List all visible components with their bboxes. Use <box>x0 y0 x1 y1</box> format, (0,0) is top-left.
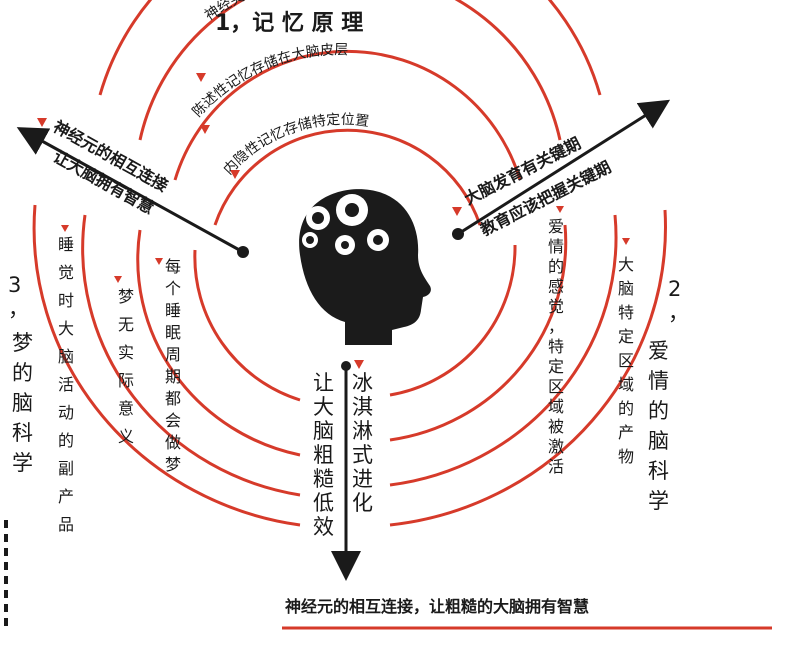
center-right-text: 冰淇淋式进化 <box>352 371 373 515</box>
ring-markers <box>61 206 630 283</box>
left-arrow-marker-icon <box>37 118 47 127</box>
center-down-arrow <box>331 360 364 581</box>
arc-marker-icon <box>200 125 210 134</box>
left-item-2: 梦无实际意义 <box>118 287 134 446</box>
bottom-ring-right-3 <box>389 224 568 442</box>
center-left-text: 让大脑粗糙低效 <box>313 371 334 539</box>
right-section-title: 爱情的脑科学 <box>648 339 669 513</box>
left-diagonal-arrow: 神经元的相互连接 让大脑拥有智慧 <box>16 117 249 258</box>
bottom-ring-right-2 <box>389 214 618 487</box>
bottom-ring-left-1 <box>32 204 301 527</box>
right-arrow-marker-icon <box>452 207 462 216</box>
page-title: 1，记 忆 原 理 <box>215 10 363 36</box>
bottom-ring-right-1 <box>389 209 667 527</box>
top-ring-4 <box>213 128 482 226</box>
top-ring-3 <box>173 49 522 181</box>
top-rings <box>98 0 602 226</box>
ring-marker-icon <box>155 258 163 265</box>
left-item-3: 每个睡眠周期都会做梦 <box>165 257 181 474</box>
right-item-2: 爱情的感觉，特定区域被激活 <box>548 217 564 476</box>
ring-marker-icon <box>114 276 122 283</box>
footer-summary: 神经元的相互连接，让粗糙的大脑拥有智慧 <box>285 597 589 616</box>
ring-marker-icon <box>622 238 630 245</box>
arc-marker-icon <box>196 73 206 82</box>
top-ring-2 <box>138 0 562 141</box>
bottom-ring-right-4 <box>389 244 517 397</box>
bottom-rings <box>32 204 667 527</box>
bottom-ring-left-4 <box>193 249 301 402</box>
bottom-ring-left-2 <box>81 214 301 497</box>
left-item-1: 睡觉时大脑活动的副产品 <box>58 235 74 534</box>
left-section-title: 梦的脑科学 <box>12 331 33 475</box>
ring-marker-icon <box>61 225 69 232</box>
arc-label-3: 内隐性记忆存储特定位置 <box>221 112 370 178</box>
center-marker-icon <box>354 360 364 369</box>
vertical-texts: 3， 梦的脑科学 睡觉时大脑活动的副产品 梦无实际意义 每个睡眠周期都会做梦让大脑粗糙低… <box>8 217 689 539</box>
arc-label-2: 陈述性记忆存储在大脑皮层 <box>189 42 348 120</box>
right-section-number: 2， <box>668 277 689 325</box>
left-section-number: 3， <box>8 273 29 321</box>
right-item-1: 大脑特定区域的产物 <box>618 255 634 466</box>
bottom-ring-left-3 <box>136 229 301 457</box>
ring-marker-icon <box>556 206 564 213</box>
arc-marker-icon <box>230 170 240 179</box>
head-with-gears-icon <box>299 189 431 345</box>
top-ring-1 <box>98 0 602 96</box>
